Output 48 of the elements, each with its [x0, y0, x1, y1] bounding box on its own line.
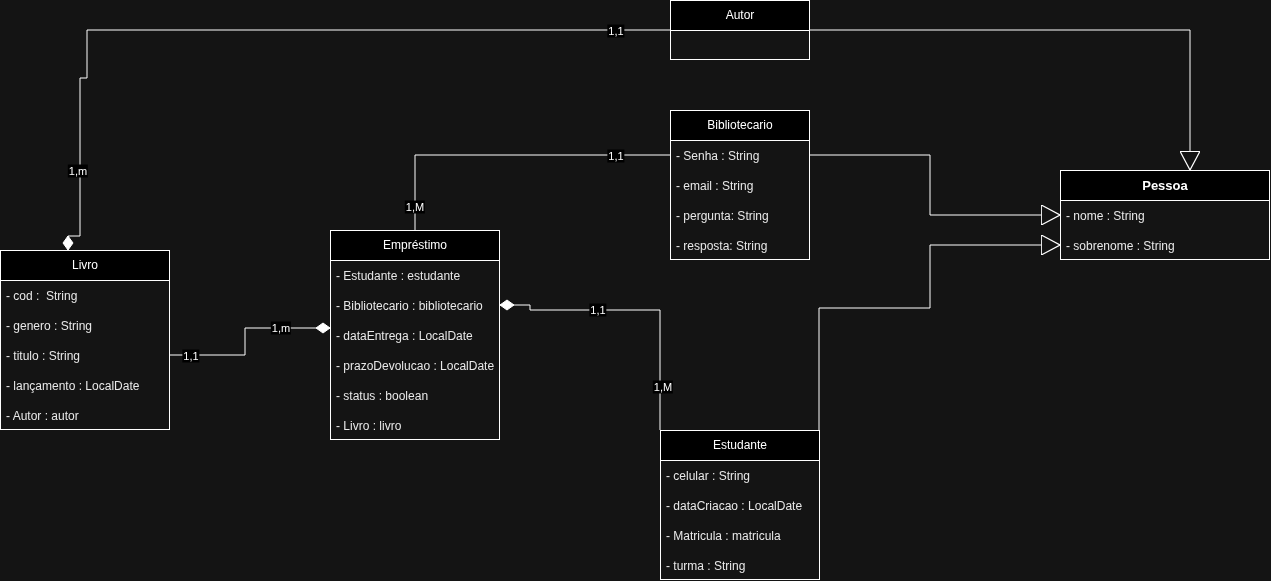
class-name: Estudante: [661, 431, 819, 461]
multiplicity-label: 1,1: [607, 24, 625, 38]
attribute-text: - Livro : livro: [335, 418, 403, 435]
multiplicity-label: 1,1: [589, 303, 607, 317]
attribute-text: - resposta: String: [675, 238, 769, 255]
multiplicity-label: 1,1: [182, 349, 200, 363]
attribute-text: - pergunta: String: [675, 208, 770, 225]
attribute-text: - Estudante : estudante: [335, 268, 462, 285]
multiplicity-label: 1,m: [270, 321, 292, 335]
class-box: [660, 430, 820, 580]
class-name: Pessoa: [1061, 171, 1269, 201]
attribute-text: - nome : String: [1065, 208, 1146, 225]
attribute-text: - prazoDevolucao : LocalDate: [335, 358, 496, 375]
class-box: [670, 0, 810, 60]
attribute-text: - celular : String: [665, 468, 752, 485]
aggregation-line: [169, 322, 331, 356]
multiplicity-label: 1,m: [67, 164, 89, 178]
attribute-text: - lançamento : LocalDate: [5, 378, 141, 395]
multiplicity-label: 1,M: [404, 200, 426, 214]
attribute-text: - dataEntrega : LocalDate: [335, 328, 474, 345]
attribute-text: - cod : String: [5, 288, 79, 305]
attribute-text: - turma : String: [665, 558, 747, 575]
multiplicity-label: 1,1: [607, 149, 625, 163]
attribute-text: - Senha : String: [675, 148, 761, 165]
class-name: Empréstimo: [331, 231, 499, 261]
multiplicity-label: 1,M: [652, 380, 674, 394]
class-box: [1060, 170, 1270, 260]
class-box: [670, 110, 810, 260]
association-line: [414, 154, 671, 231]
attribute-text: - Matricula : matricula: [665, 528, 782, 545]
attribute-text: - sobrenome : String: [1065, 238, 1176, 255]
class-name: Bibliotecario: [671, 111, 809, 141]
aggregation-line: [499, 299, 661, 431]
aggregation-line: [62, 29, 671, 251]
attribute-text: - Autor : autor: [5, 408, 80, 425]
attribute-text: - dataCriacao : LocalDate: [665, 498, 804, 515]
attribute-text: - titulo : String: [5, 348, 82, 365]
attribute-text: - email : String: [675, 178, 755, 195]
attribute-text: - genero : String: [5, 318, 94, 335]
class-name: Livro: [1, 251, 169, 281]
attribute-text: - Bibliotecario : bibliotecario: [335, 298, 484, 315]
generalization-arrow: [818, 234, 1061, 431]
generalization-arrow: [809, 154, 1061, 226]
attribute-text: - status : boolean: [335, 388, 430, 405]
class-box: [0, 250, 170, 430]
class-box: [330, 230, 500, 440]
generalization-arrow: [809, 29, 1201, 171]
class-name: Autor: [671, 1, 809, 31]
